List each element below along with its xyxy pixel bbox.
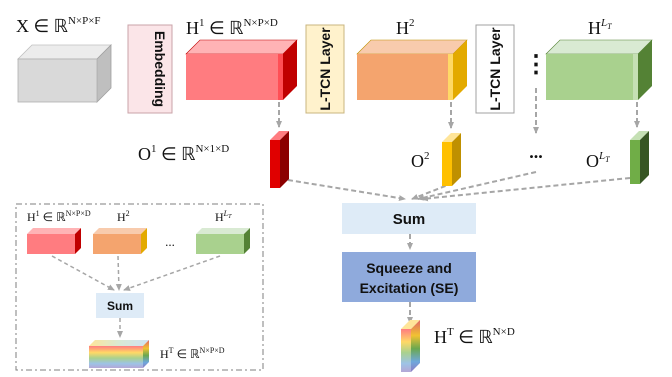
- sum-box: Sum: [342, 203, 476, 234]
- hlt-tensor-block: [545, 39, 653, 100]
- inset-h2-label: H2: [117, 209, 130, 224]
- ltcn-layer-1-label: L-TCN Layer: [317, 27, 333, 111]
- hlt-label: HLT: [588, 17, 612, 38]
- inset-sum-label: Sum: [107, 299, 133, 313]
- inset-h2-block: [93, 228, 147, 254]
- inset-h1-label: H1 ∈ ℝN×P×D: [27, 209, 91, 224]
- h1-tensor-block: [185, 39, 298, 100]
- inset-ht-block: [89, 340, 149, 368]
- sum-label: Sum: [393, 211, 426, 228]
- se-label-line2: Excitation (SE): [360, 280, 459, 296]
- x-input-label: X ∈ ℝN×P×F: [16, 15, 101, 36]
- h2-label: H2: [396, 17, 415, 38]
- ellipsis-top: ⋮: [524, 52, 548, 78]
- inset-panel: H1 ∈ ℝN×P×D H2 HLT ... Sum: [15, 203, 264, 371]
- inset-h1-block: [27, 228, 81, 254]
- h1-label: H1 ∈ ℝN×P×D: [186, 17, 278, 38]
- ht-label: HT ∈ ℝN×D: [434, 326, 515, 347]
- ht-output-tensor-block: [401, 320, 420, 372]
- inset-hlt-label: HLT: [215, 209, 232, 224]
- ltcn-layer-2-label: L-TCN Layer: [487, 27, 503, 111]
- o1-tensor-block: [270, 131, 289, 188]
- input-tensor-block: [17, 44, 112, 103]
- olt-label: OLT: [586, 150, 610, 171]
- se-label-line1: Squeeze and: [366, 260, 452, 276]
- ltcn-layer-box-1: L-TCN Layer: [305, 24, 345, 114]
- squeeze-excitation-box: Squeeze and Excitation (SE): [342, 252, 476, 302]
- ellipsis-mid: ...: [529, 142, 543, 162]
- embedding-box: Embedding: [127, 24, 173, 114]
- h2-tensor-block: [356, 39, 468, 100]
- inset-arrows: [51, 255, 221, 338]
- o1-label: O1 ∈ ℝN×1×D: [138, 143, 229, 164]
- o2-label: O2: [411, 150, 430, 171]
- olt-tensor-block: [630, 131, 649, 184]
- connector-arrows: [276, 88, 640, 324]
- embedding-label: Embedding: [152, 31, 168, 107]
- ltcn-layer-box-2: L-TCN Layer: [475, 24, 515, 114]
- inset-ht-label: HT ∈ ℝN×P×D: [160, 346, 225, 361]
- o2-tensor-block: [442, 133, 461, 186]
- inset-hlt-block: [196, 228, 250, 254]
- inset-ellipsis: ...: [165, 234, 175, 249]
